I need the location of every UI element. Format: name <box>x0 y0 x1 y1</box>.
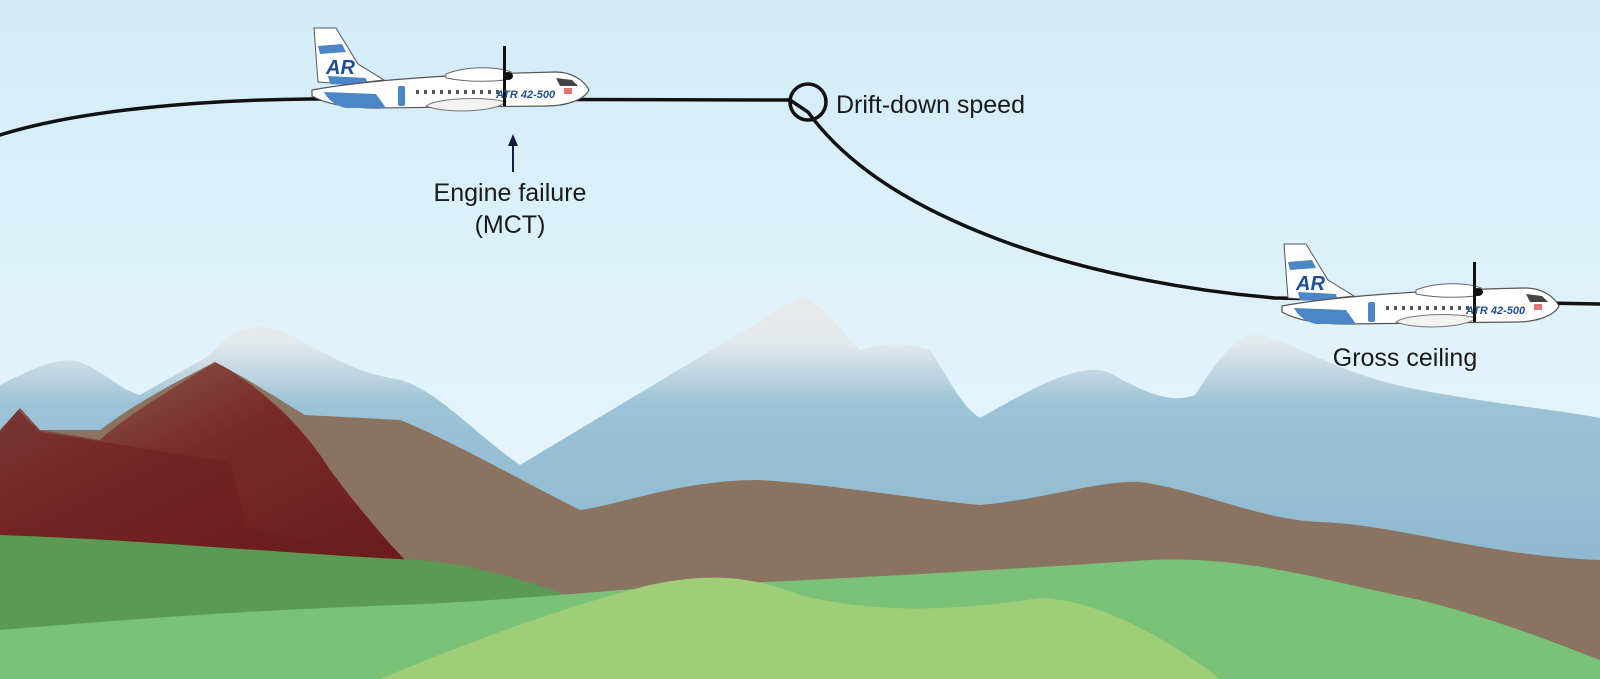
light-green-hill <box>380 577 1220 679</box>
engine-failure-label: Engine failure <box>434 179 587 207</box>
engine-failure-mct-label: (MCT) <box>475 211 546 239</box>
red-ridge <box>0 410 400 560</box>
engine-failure-arrow <box>508 134 518 172</box>
drift-down-marker <box>788 82 828 122</box>
flight-path <box>0 97 1600 306</box>
drift-down-speed-label: Drift-down speed <box>836 91 1025 119</box>
gross-ceiling-label: Gross ceiling <box>1333 344 1478 372</box>
